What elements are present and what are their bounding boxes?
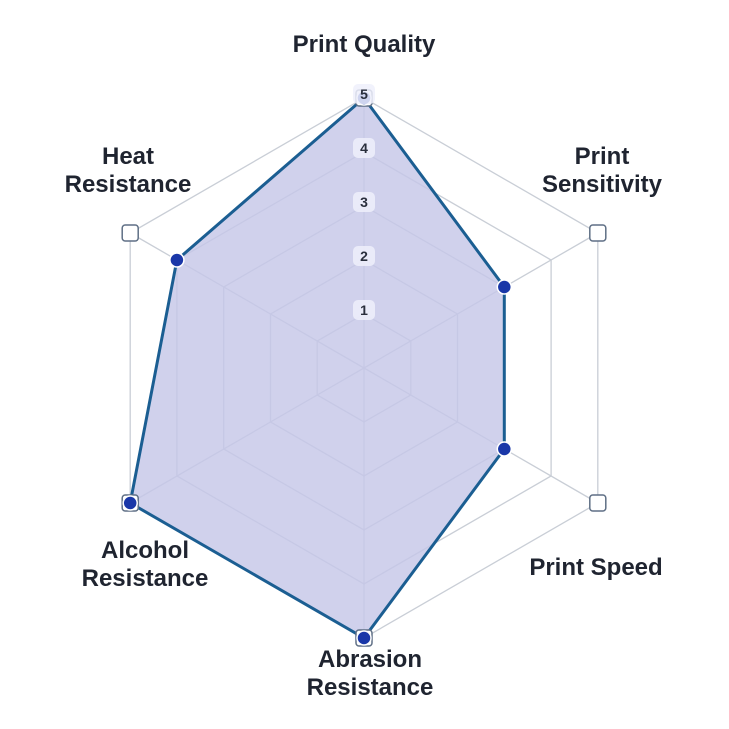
tick-label-bg bbox=[353, 300, 375, 320]
tick-label: 5 bbox=[360, 86, 368, 102]
axis-label: Print Quality bbox=[293, 31, 436, 58]
data-point[interactable] bbox=[356, 630, 372, 646]
tick-label: 1 bbox=[360, 302, 368, 318]
tick-label-bg bbox=[353, 84, 375, 104]
tick-label: 2 bbox=[360, 248, 368, 264]
tick-label-bg bbox=[353, 138, 375, 158]
data-point[interactable] bbox=[169, 252, 185, 268]
axis-handle[interactable] bbox=[589, 224, 607, 242]
axis-label: Print Speed bbox=[529, 554, 662, 581]
data-point[interactable] bbox=[496, 441, 513, 457]
data-point[interactable] bbox=[122, 495, 138, 511]
tick-label-bg bbox=[353, 192, 375, 212]
data-point[interactable] bbox=[496, 279, 513, 295]
tick-label: 3 bbox=[360, 194, 368, 210]
axis-handle[interactable] bbox=[121, 224, 139, 242]
tick-label-bg bbox=[353, 246, 375, 266]
axis-handle[interactable] bbox=[589, 494, 607, 512]
radial-tick-labels: 1 2 3 4 5 bbox=[353, 84, 375, 320]
tick-label: 4 bbox=[360, 140, 368, 156]
